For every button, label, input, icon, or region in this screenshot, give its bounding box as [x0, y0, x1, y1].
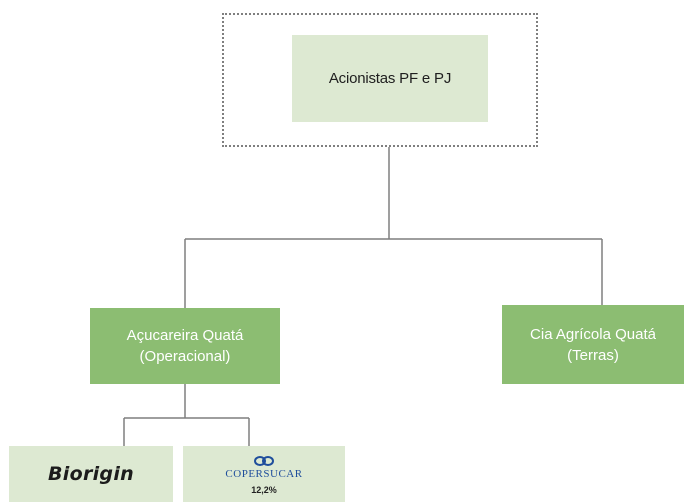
copersucar-logo-text: COPERSUCAR: [225, 468, 303, 480]
copersucar-stake-percentage: 12,2%: [251, 485, 277, 495]
node-cia-agricola-quata: Cia Agrícola Quatá (Terras): [502, 305, 684, 384]
node-acucareira-quata: Açucareira Quatá (Operacional): [90, 308, 280, 384]
root-node-acionistas: Acionistas PF e PJ: [292, 35, 488, 122]
shareholders-group-frame: [222, 13, 538, 147]
node-copersucar: COPERSUCAR 12,2%: [183, 446, 345, 502]
biorigin-logo: Biorigin: [48, 463, 134, 485]
node-acucareira-name: Açucareira Quatá: [126, 327, 244, 344]
copersucar-logo-icon: [254, 456, 274, 466]
node-cia-name: Cia Agrícola Quatá: [530, 325, 656, 343]
node-cia-type: (Terras): [567, 346, 619, 364]
node-acucareira-type: (Operacional): [139, 348, 231, 365]
node-biorigin: Biorigin: [9, 446, 173, 502]
root-node-label: Acionistas PF e PJ: [328, 70, 452, 87]
